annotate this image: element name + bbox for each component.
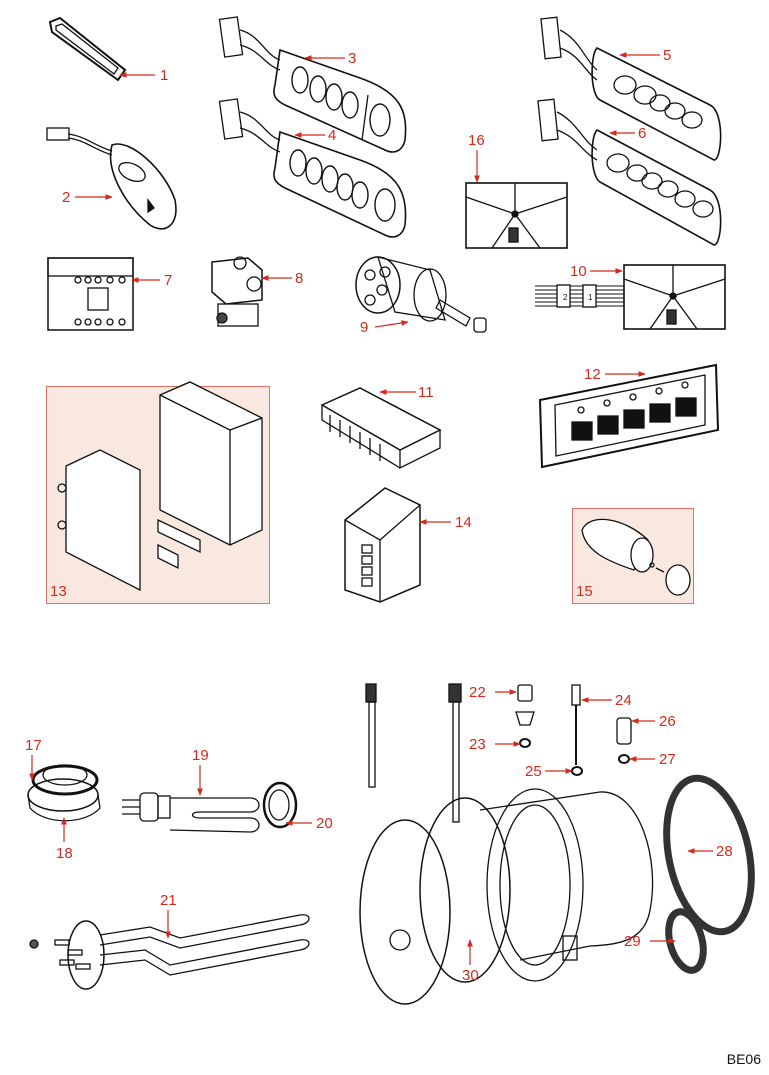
callout-22: 22: [469, 684, 486, 701]
part-6-keypad: [537, 98, 722, 246]
callout-5: 5: [663, 47, 672, 64]
callout-18: 18: [56, 845, 73, 862]
drawing-code: BE06: [726, 1051, 761, 1067]
callout-1: 1: [160, 67, 169, 84]
callout-13: 13: [50, 583, 67, 600]
callout-9: 9: [360, 319, 369, 336]
part-8-solenoid-valve: [211, 256, 263, 327]
callout-2: 2: [62, 189, 71, 206]
callout-24: 24: [615, 692, 632, 709]
callout-14: 14: [455, 514, 472, 531]
callout-3: 3: [348, 50, 357, 67]
part-29-gasket: [665, 908, 707, 974]
part-boiler: [359, 788, 654, 1005]
part-5-keypad: [540, 16, 722, 161]
part-4-keypad: [218, 98, 407, 238]
part-21-heating-element: [29, 914, 310, 990]
control-box-kit-drawing: [57, 381, 263, 592]
callout-8: 8: [295, 270, 304, 287]
callout-19: 19: [192, 747, 209, 764]
part-7-contactor: [47, 257, 134, 331]
knob-kit-drawing: [581, 518, 691, 596]
part-19-heating-element: [122, 792, 260, 833]
part-20-gasket-ring: [262, 781, 298, 829]
part-9-rotary-switch: [355, 256, 487, 333]
part-16-selector-label: [465, 182, 568, 249]
callout-16: 16: [468, 132, 485, 149]
part-probes: [365, 683, 632, 823]
callout-11: 11: [418, 384, 434, 401]
callout-27: 27: [659, 751, 676, 768]
callout-20: 20: [316, 815, 333, 832]
part-11-relay: [320, 387, 442, 470]
callout-28: 28: [716, 843, 733, 860]
membrane-segment-1: 1: [588, 293, 593, 302]
callout-26: 26: [659, 713, 676, 730]
part-12-button-panel: [538, 363, 720, 469]
part-17-18-flange: [27, 764, 101, 822]
part-2-on-off-keypad: [46, 127, 177, 230]
callout-12: 12: [584, 366, 601, 383]
part-14-control-unit: [344, 487, 421, 603]
callout-leader-lines: [29, 52, 713, 965]
part-28-gasket: [663, 774, 755, 936]
callout-7: 7: [164, 272, 173, 289]
callout-30: 30: [462, 967, 479, 984]
callout-6: 6: [638, 125, 647, 142]
callout-25: 25: [525, 763, 542, 780]
callout-10: 10: [570, 263, 587, 280]
callout-15: 15: [576, 583, 593, 600]
callout-17: 17: [25, 737, 42, 754]
part-3-keypad: [218, 16, 407, 153]
callout-21: 21: [160, 892, 177, 909]
membrane-segment-2: 2: [563, 293, 568, 302]
part-10-selector-membrane: [535, 264, 726, 330]
callout-23: 23: [469, 736, 486, 753]
callout-4: 4: [328, 127, 337, 144]
callout-29: 29: [624, 933, 641, 950]
